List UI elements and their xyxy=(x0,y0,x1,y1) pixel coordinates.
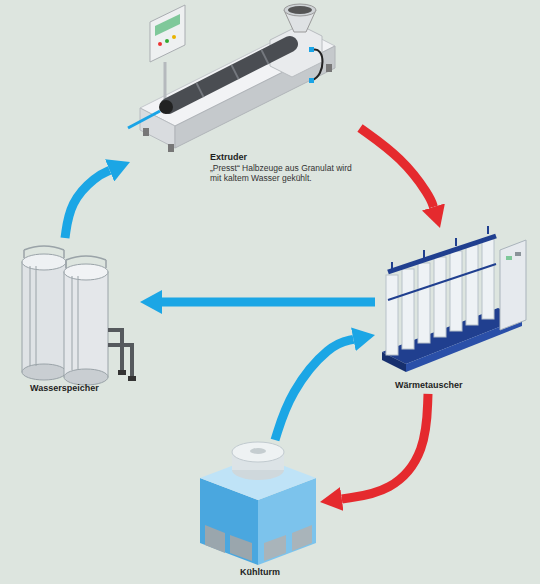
heat-exchanger-drawing-part xyxy=(450,251,462,331)
water-tank-drawing-part xyxy=(78,276,79,370)
water-tank-drawing-part xyxy=(72,276,73,370)
flow-arrow xyxy=(275,339,353,440)
extruder-drawing-part xyxy=(158,42,162,46)
extruder-drawing xyxy=(128,4,335,152)
heat-exchanger-drawing xyxy=(382,226,526,372)
heat-exchanger-drawing-part xyxy=(388,264,496,300)
cooling-tower-drawing-part xyxy=(250,448,266,454)
flow-arrow xyxy=(162,298,375,307)
extruder-drawing-part xyxy=(143,128,149,136)
water-tank-drawing-part xyxy=(108,330,122,372)
extruder-drawing-part xyxy=(168,144,174,152)
extruder-drawing-part xyxy=(231,65,238,79)
equipment-node: Kühlturm xyxy=(195,440,320,581)
water-tank-drawing-part xyxy=(66,256,106,268)
water-tank-drawing-part xyxy=(64,272,108,377)
water-tank-drawing-part xyxy=(108,345,132,378)
equipment-node: Wasserspeicher xyxy=(15,238,140,397)
cooling-tower-drawing-part xyxy=(264,535,286,561)
water-tank-drawing-part xyxy=(24,246,64,258)
node-label: Extruder xyxy=(210,152,358,163)
node-label: Kühlturm xyxy=(240,567,318,578)
extruder-drawing-part xyxy=(326,64,332,72)
heat-exchanger-drawing-part xyxy=(434,257,446,337)
cooling-tower-drawing-part xyxy=(205,525,225,553)
node-note: „Presst“ Halbzeuge aus Granulat wird mit… xyxy=(210,163,358,183)
water-tank-drawing-part xyxy=(118,370,126,375)
equipment-node: Extruder„Presst“ Halbzeuge aus Granulat … xyxy=(130,2,360,186)
water-tank-drawing-part xyxy=(64,264,108,280)
extruder-drawing-part xyxy=(155,14,180,36)
flow-arrow xyxy=(360,128,433,207)
cooling-tower-drawing-part xyxy=(230,535,252,561)
cooling-tower-drawing-part xyxy=(232,442,284,462)
extruder-drawing-part xyxy=(309,47,314,52)
heat-exchanger-drawing-part xyxy=(515,252,521,256)
node-label: Wärmetauscher xyxy=(395,380,525,391)
equipment-node: Wärmetauscher xyxy=(375,228,533,394)
heat-exchanger-drawing-part xyxy=(482,239,494,319)
extruder-drawing-part xyxy=(309,78,314,83)
heat-exchanger-drawing-part xyxy=(466,245,478,325)
extruder-drawing-part xyxy=(312,49,323,80)
extruder-drawing-part xyxy=(128,111,160,128)
water-tank-drawing-part xyxy=(128,376,136,381)
extruder-drawing-part xyxy=(168,44,290,106)
heat-exchanger-drawing-part xyxy=(402,269,414,349)
heat-exchanger-drawing-part xyxy=(500,240,526,330)
water-tank-drawing xyxy=(22,246,136,385)
cooling-tower-drawing xyxy=(200,442,316,565)
heat-exchanger-drawing-part xyxy=(391,262,393,270)
water-tank-drawing-part xyxy=(22,364,66,380)
cooling-tower-drawing-part xyxy=(292,525,312,551)
extruder-drawing-part xyxy=(164,62,167,100)
flow-arrow xyxy=(342,394,428,499)
extruder-drawing-part xyxy=(159,100,173,114)
heat-exchanger-drawing-part xyxy=(506,256,512,260)
node-label: Wasserspeicher xyxy=(30,383,135,394)
heat-exchanger-drawing-part xyxy=(386,275,398,355)
water-tank-drawing-part xyxy=(30,266,31,366)
heat-exchanger-drawing-part xyxy=(423,250,425,258)
flow-arrow xyxy=(65,170,110,238)
extruder-drawing-part xyxy=(288,6,312,14)
heat-exchanger-drawing-part xyxy=(388,236,496,272)
extruder-drawing-part xyxy=(165,39,169,43)
extruder-drawing-part xyxy=(284,4,316,16)
water-tank-drawing-part xyxy=(36,266,37,366)
heat-exchanger-drawing-part xyxy=(455,238,457,246)
extruder-drawing-part xyxy=(261,50,268,64)
edge-group xyxy=(65,128,433,499)
heat-exchanger-drawing-part xyxy=(487,226,489,234)
extruder-drawing-part xyxy=(172,35,176,39)
heat-exchanger-drawing-part xyxy=(418,263,430,343)
water-tank-drawing-part xyxy=(64,369,108,385)
extruder-drawing-part xyxy=(196,83,203,97)
extruder-drawing-part xyxy=(150,5,185,62)
water-tank-drawing-part xyxy=(22,262,66,372)
water-tank-drawing-part xyxy=(22,254,66,270)
